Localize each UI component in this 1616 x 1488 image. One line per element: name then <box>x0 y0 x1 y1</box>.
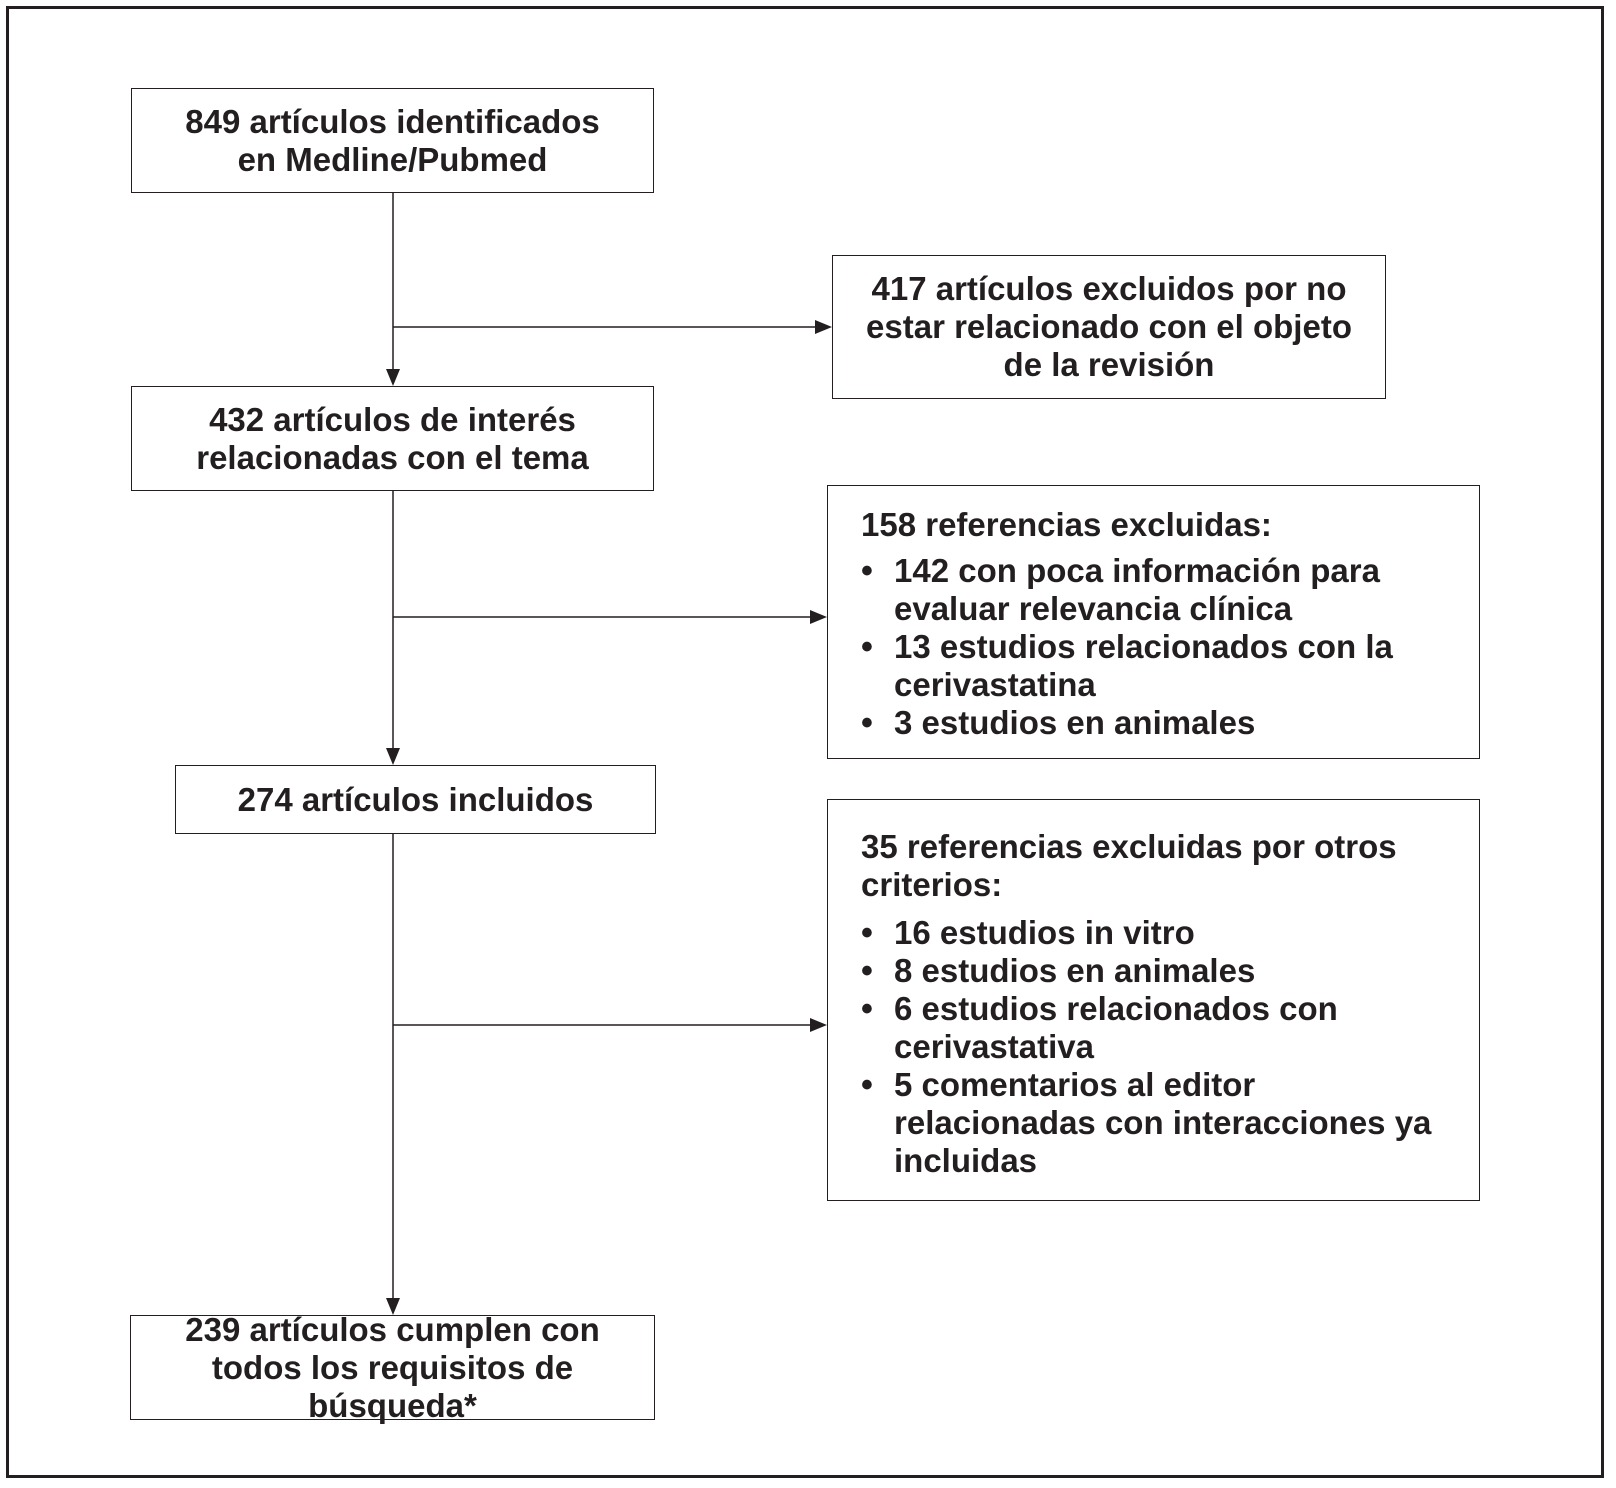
excluded-158-box: 158 referencias excluidas: 142 con poca … <box>827 485 1480 759</box>
arrowhead-to-158 <box>810 610 827 624</box>
excluded-158-item: 13 estudios relacionados con la cerivast… <box>861 628 1449 704</box>
arrowhead-to-417 <box>815 320 832 334</box>
excluded-35-item: 5 comentarios al editor relacionadas con… <box>861 1066 1449 1180</box>
excluded-35-item: 6 estudios relacionados con cerivastativ… <box>861 990 1449 1066</box>
figure-frame <box>6 6 1604 1478</box>
included-articles-text: 274 artículos incluidos <box>237 780 594 818</box>
arrowhead-to-239 <box>386 1298 400 1315</box>
excluded-not-related-box: 417 artículos excluidos por no estar rel… <box>832 255 1386 399</box>
identified-articles-text: 849 artículos identificados en Medline/P… <box>185 102 600 178</box>
arrowhead-to-432 <box>386 369 400 386</box>
excluded-158-heading: 158 referencias excluidas: <box>861 506 1272 543</box>
identified-articles-box: 849 artículos identificados en Medline/P… <box>131 88 654 193</box>
excluded-35-heading: 35 referencias excluidas por otros crite… <box>861 828 1397 903</box>
final-articles-box: 239 artículos cumplen con todos los requ… <box>130 1311 655 1424</box>
articles-of-interest-text: 432 artículos de interés relacionadas co… <box>196 400 589 476</box>
included-articles-box: 274 artículos incluidos <box>175 765 656 834</box>
excluded-35-item: 8 estudios en animales <box>861 952 1449 990</box>
arrowhead-to-35 <box>810 1018 827 1032</box>
final-articles-text: 239 artículos cumplen con todos los requ… <box>185 1310 600 1424</box>
excluded-158-item: 142 con poca información para evaluar re… <box>861 552 1449 628</box>
arrowhead-to-274 <box>386 748 400 765</box>
articles-of-interest-box: 432 artículos de interés relacionadas co… <box>131 386 654 491</box>
excluded-35-list: 16 estudios in vitro 8 estudios en anima… <box>861 914 1449 1180</box>
excluded-158-item: 3 estudios en animales <box>861 704 1449 742</box>
excluded-158-list: 142 con poca información para evaluar re… <box>861 552 1449 742</box>
excluded-35-item: 16 estudios in vitro <box>861 914 1449 952</box>
excluded-not-related-text: 417 artículos excluidos por no estar rel… <box>866 270 1352 383</box>
excluded-35-box: 35 referencias excluidas por otros crite… <box>827 799 1480 1201</box>
